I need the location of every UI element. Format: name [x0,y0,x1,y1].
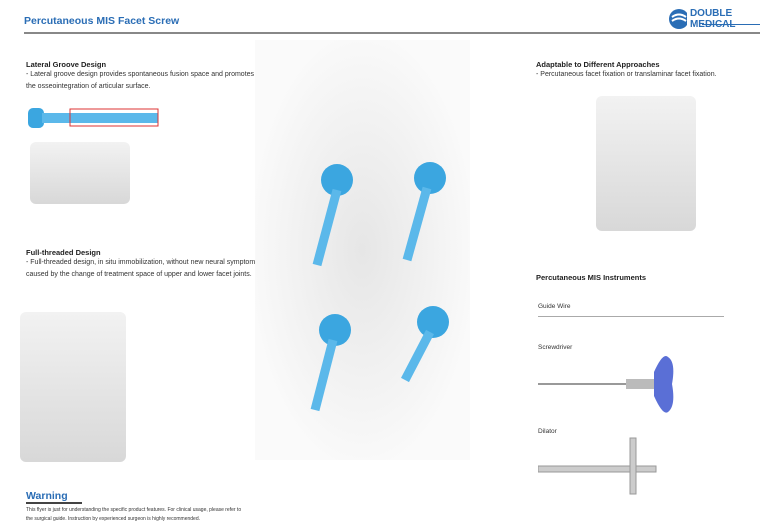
screwdriver-label: Screwdriver [538,344,573,351]
screwdriver-image [538,356,674,413]
header-divider [24,32,760,34]
guide-wire-label: Guide Wire [538,303,571,310]
brand-name: DOUBLE MEDICAL [689,8,736,30]
globe-logo-icon [669,9,687,29]
brand-logo: DOUBLE MEDICAL [668,8,768,30]
section-text: - Full-threaded design, in situ immobili… [26,259,256,278]
spine-four-screws-image [20,312,126,462]
section-text: - Percutaneous facet fixation or transla… [536,71,717,78]
section-heading: Lateral Groove Design [26,60,107,69]
main-spine-image [255,40,470,460]
screw-image [28,108,159,128]
screws-illustration [310,162,449,412]
facet-screw-closeup-image [30,142,130,204]
guide-wire-image [538,316,724,317]
full-threaded-section: Full-threaded Design - Full-threaded des… [26,248,256,281]
warning-text: This flyer is just for understanding the… [26,507,242,522]
section-heading: Adaptable to Different Approaches [536,60,660,69]
warning-heading: Warning [26,490,82,504]
brand-underline [702,24,760,25]
dilator-label: Dilator [538,428,557,435]
dilator-image [538,437,657,495]
adaptable-section: Adaptable to Different Approaches - Perc… [536,60,756,81]
page-title: Percutaneous MIS Facet Screw [24,15,180,27]
instruments-section: Percutaneous MIS Instruments [536,273,646,282]
lateral-groove-section: Lateral Groove Design - Lateral groove d… [26,60,256,93]
section-heading: Full-threaded Design [26,248,101,257]
translaminar-image [596,96,696,231]
section-heading: Percutaneous MIS Instruments [536,273,647,282]
section-text: - Lateral groove design provides spontan… [26,71,255,90]
